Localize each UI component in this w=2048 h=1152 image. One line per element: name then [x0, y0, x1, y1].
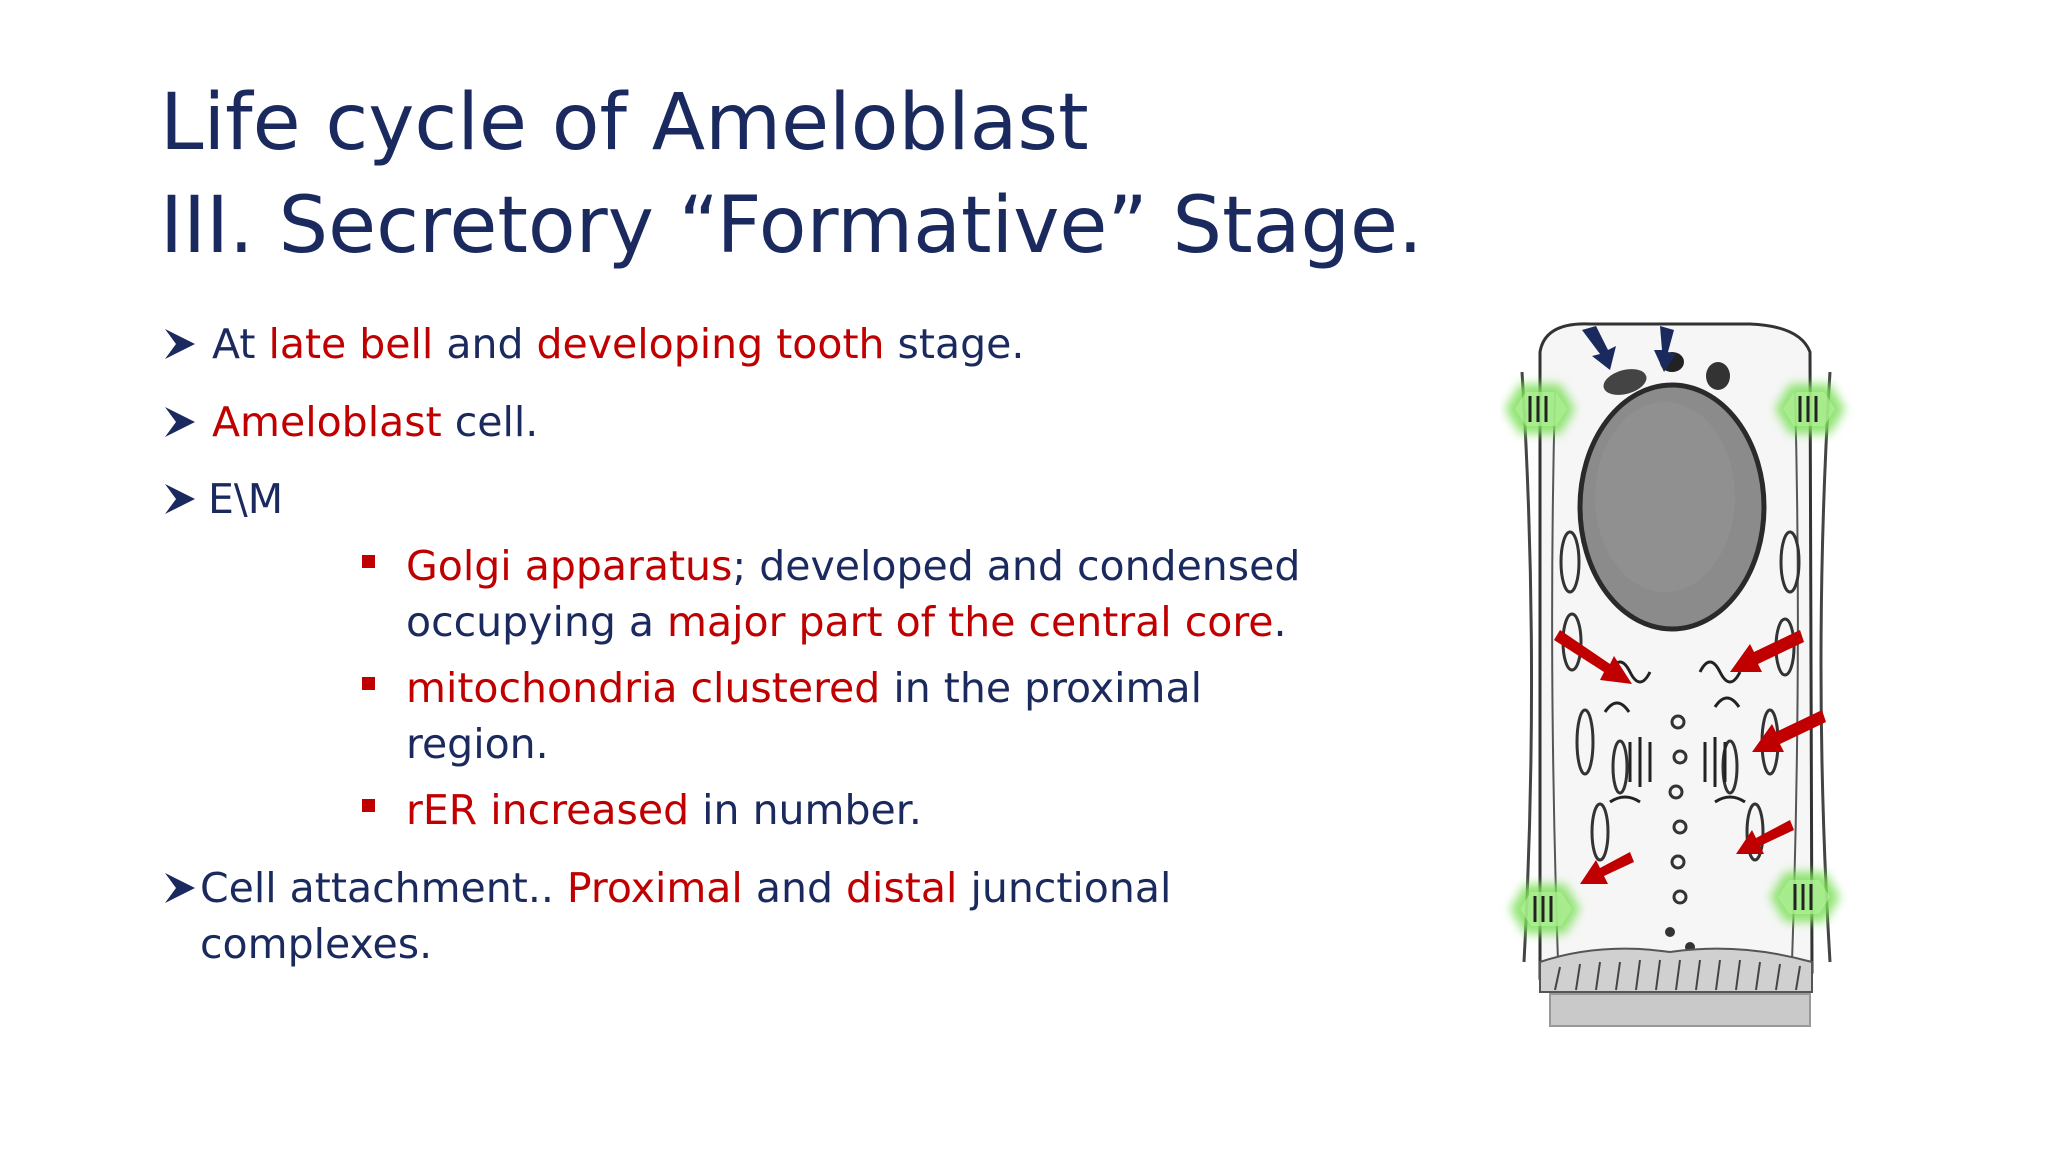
- sub-bullet-golgi: Golgi apparatus; developed and condensed…: [362, 538, 1382, 650]
- square-bullet-icon: [362, 677, 375, 690]
- ameloblast-cell-diagram-icon: [1505, 322, 1845, 1027]
- bullet-text: E\M: [208, 475, 284, 523]
- square-bullet-icon: [362, 799, 375, 812]
- bullet-text: junctional: [957, 864, 1172, 912]
- highlight-distal: distal: [846, 864, 958, 912]
- arrowhead-bullet-icon: [165, 484, 195, 514]
- highlight-mitochondria: mitochondria clustered: [406, 664, 881, 712]
- sub-bullet-rer: rER increased in number.: [362, 782, 1382, 838]
- highlight-rer: rER increased: [406, 786, 690, 834]
- title-line-1: Life cycle of Ameloblast: [160, 78, 1089, 168]
- bullet-text: At: [212, 320, 269, 368]
- highlight-golgi: Golgi apparatus: [406, 542, 733, 590]
- bullet-text: and: [433, 320, 537, 368]
- bullet-text: complexes.: [200, 920, 433, 968]
- bullet-text: cell.: [441, 398, 539, 446]
- bullet-text: ; developed and condensed: [732, 542, 1301, 590]
- arrowhead-bullet-icon: [165, 873, 195, 903]
- title-line-2: III. Secretory “Formative” Stage.: [160, 181, 1423, 271]
- bullet-text: occupying a: [406, 598, 668, 646]
- highlight-ameloblast: Ameloblast: [212, 398, 442, 446]
- bullet-text: and: [742, 864, 847, 912]
- slide-title: Life cycle of Ameloblast III. Secretory …: [160, 72, 1423, 278]
- bullet-text: stage.: [884, 320, 1025, 368]
- bullet-text: .: [1273, 598, 1287, 646]
- bullet-text: region.: [406, 720, 549, 768]
- highlight-developing-tooth: developing tooth: [536, 320, 885, 368]
- sub-bullet-mitochondria: mitochondria clustered in the proximal r…: [362, 660, 1382, 772]
- arrowhead-bullet-icon: [165, 407, 195, 437]
- highlight-central-core: major part of the central core: [667, 598, 1274, 646]
- arrowhead-bullet-icon: [165, 329, 195, 359]
- bullet-text: in the proximal: [880, 664, 1202, 712]
- highlight-late-bell: late bell: [268, 320, 434, 368]
- square-bullet-icon: [362, 555, 375, 568]
- highlight-proximal: Proximal: [566, 864, 743, 912]
- bullet-text: in number.: [689, 786, 922, 834]
- bullet-text: Cell attachment..: [200, 864, 567, 912]
